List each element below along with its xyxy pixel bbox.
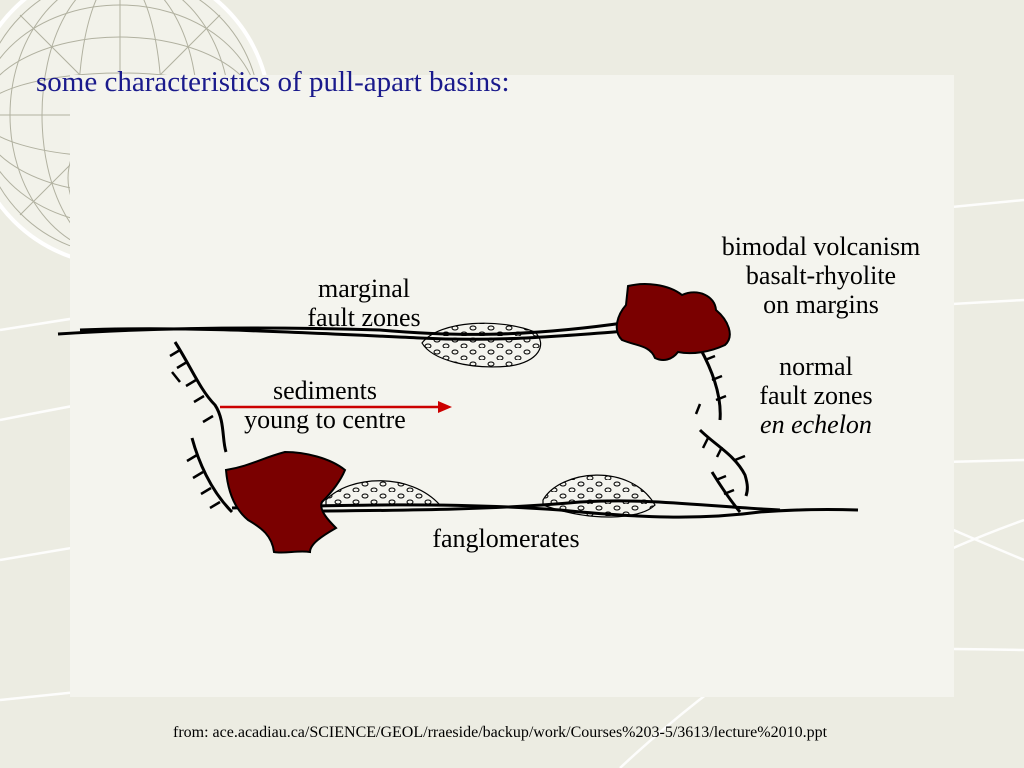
marginal-fault-zones-label: marginal fault zones [307,274,421,332]
bimodal-volcanism-label: bimodal volcanism basalt-rhyolite on mar… [721,232,921,319]
slide-title: some characteristics of pull-apart basin… [36,66,510,98]
volcanic-body-top-right [615,283,731,361]
fanglomerate-fan-bottom-left [325,480,442,506]
source-credit: from: ace.acadiau.ca/SCIENCE/GEOL/rraesi… [173,724,828,741]
right-normal-fault-zone [694,347,749,513]
fanglomerate-fan-bottom-right [542,474,656,518]
sediments-arrow [220,401,452,413]
sediments-label: sediments young to centre [244,376,406,434]
bottom-strike-slip-fault [231,499,859,519]
normal-fault-zones-label: normal fault zones en echelon [759,352,873,439]
top-strike-slip-fault [57,320,641,341]
fanglomerates-label: fanglomerates [432,524,580,553]
content-panel [70,75,954,697]
volcanic-body-bottom-left [224,450,347,554]
left-normal-fault-zone [169,341,234,514]
